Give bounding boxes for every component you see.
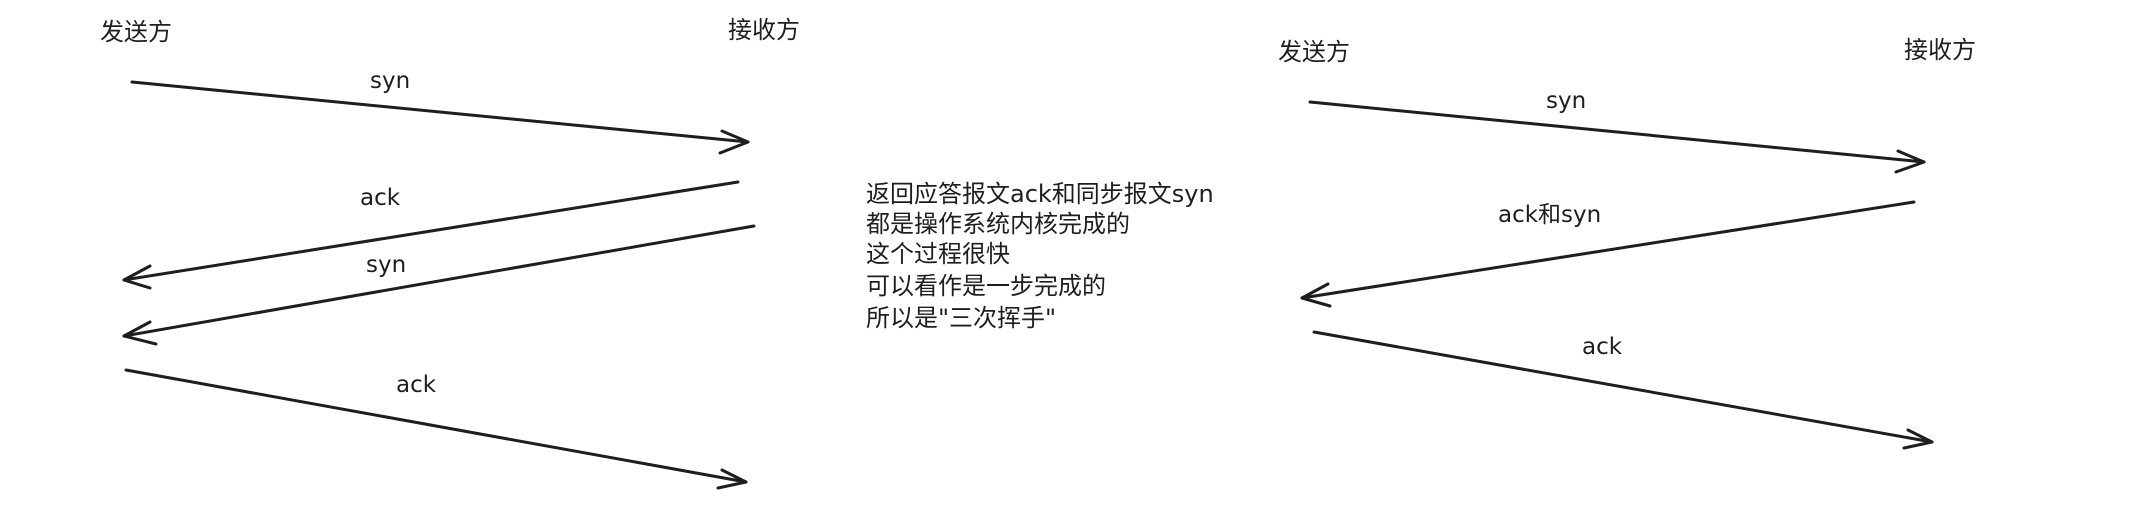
right-message-syn: syn	[1308, 88, 1926, 174]
left-message-4-label: ack	[396, 372, 437, 398]
left-arrow-1-line	[130, 80, 750, 144]
right-arrow-3-line	[1312, 330, 1934, 444]
left-arrow-4-head	[716, 468, 748, 490]
left-message-2-label: ack	[360, 185, 401, 211]
right-receiver-label: 接收方	[1904, 36, 1976, 64]
left-sender-label: 发送方	[100, 18, 172, 46]
right-arrow-2-head	[1300, 282, 1332, 308]
right-arrow-1-line	[1308, 100, 1926, 164]
right-diagram: 发送方 接收方 syn ack和syn ack	[1278, 36, 1976, 450]
left-arrow-4-line	[124, 368, 748, 484]
left-arrow-3-line	[122, 224, 756, 338]
right-message-2-label: ack和syn	[1498, 202, 1601, 228]
note-line-5: 所以是"三次挥手"	[866, 304, 1056, 332]
right-arrow-1-head	[1894, 149, 1926, 174]
left-message-ack-1: ack	[122, 180, 740, 290]
right-message-3-label: ack	[1582, 334, 1623, 360]
left-message-syn-1: syn	[130, 68, 750, 155]
left-arrow-2-head	[122, 264, 152, 290]
left-arrow-2-line	[122, 180, 740, 282]
note-line-3: 这个过程很快	[866, 240, 1010, 268]
right-sender-label: 发送方	[1278, 38, 1350, 66]
left-message-3-label: syn	[366, 252, 406, 278]
left-diagram: 发送方 接收方 syn ack syn ack	[100, 16, 800, 490]
right-arrow-2-line	[1300, 200, 1916, 300]
right-message-1-label: syn	[1546, 88, 1586, 114]
left-message-syn-2: syn	[122, 224, 756, 346]
note-line-2: 都是操作系统内核完成的	[866, 210, 1130, 238]
note-line-4: 可以看作是一步完成的	[866, 272, 1106, 300]
left-arrow-1-head	[718, 129, 750, 155]
right-arrow-3-head	[1902, 428, 1934, 450]
left-arrow-3-head	[122, 320, 158, 346]
left-receiver-label: 接收方	[728, 16, 800, 44]
left-message-ack-2: ack	[124, 368, 748, 490]
right-message-ack: ack	[1312, 330, 1934, 450]
left-message-1-label: syn	[370, 68, 410, 94]
right-message-ack-syn: ack和syn	[1300, 200, 1916, 308]
explanation-note: 返回应答报文ack和同步报文syn 都是操作系统内核完成的 这个过程很快 可以看…	[866, 180, 1214, 332]
note-line-1: 返回应答报文ack和同步报文syn	[866, 180, 1214, 208]
